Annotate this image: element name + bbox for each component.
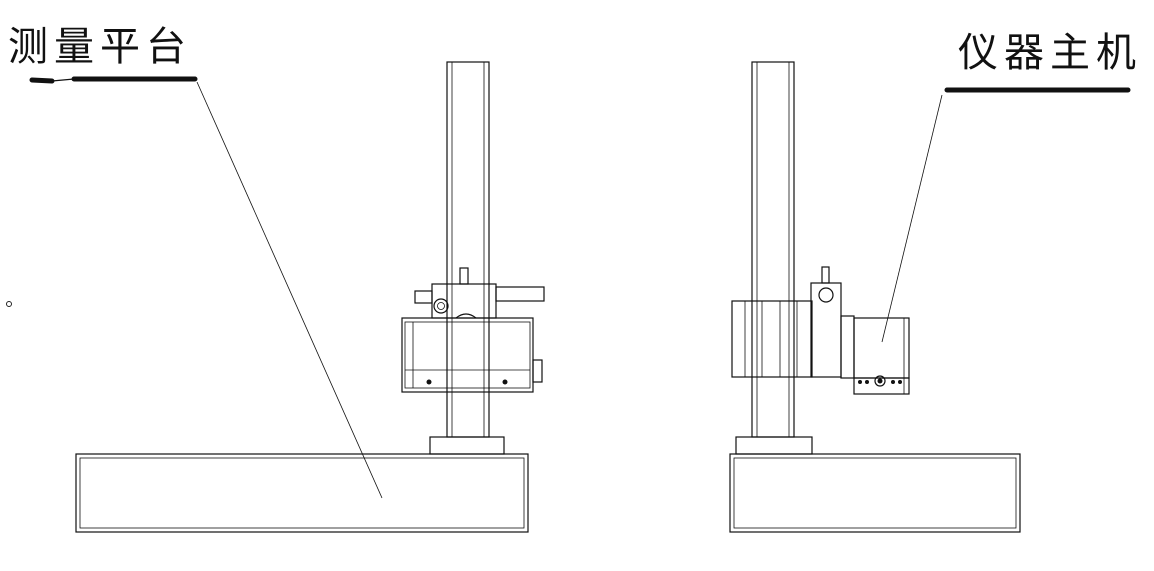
leader-line-left [196, 81, 383, 499]
carriage-right [731, 266, 855, 379]
instrument-box-left [401, 317, 543, 393]
instrument-box-right [853, 317, 910, 395]
left-assembly [29, 61, 545, 533]
base-right [729, 453, 1021, 533]
carriage-left [414, 267, 545, 319]
leader-underline-left [29, 76, 198, 84]
leader-line-right [881, 94, 943, 343]
column-foot-right [735, 436, 813, 455]
stray-circle-mark [6, 301, 12, 307]
column-right [751, 61, 795, 438]
column-left [446, 61, 490, 438]
label-measuring-platform: 测量平台 [8, 24, 192, 70]
label-instrument-host: 仪器主机 [958, 30, 1142, 76]
column-foot-left [429, 436, 505, 455]
base-left [75, 453, 529, 533]
right-assembly [729, 61, 1131, 533]
